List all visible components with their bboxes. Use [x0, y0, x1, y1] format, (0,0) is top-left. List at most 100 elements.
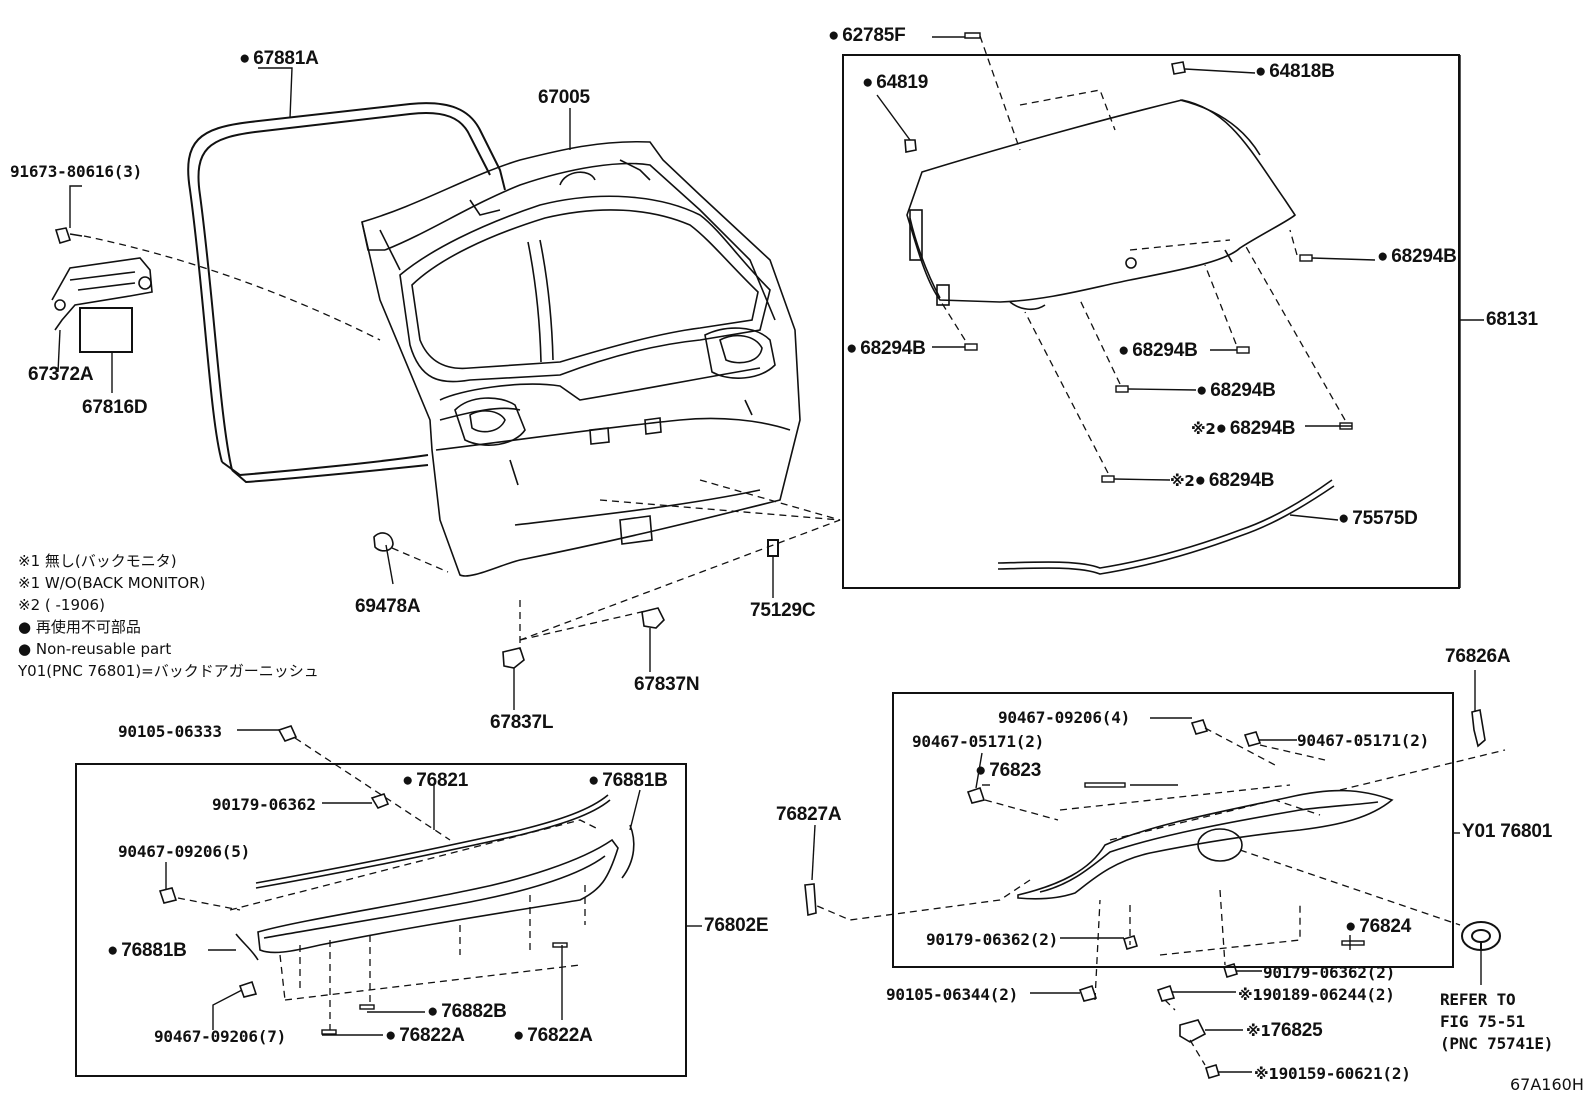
label-76826A: 76826A [1445, 646, 1511, 667]
legend-line-6: Y01(PNC 76801)=バックドアガーニッシュ [18, 662, 319, 680]
label-90467-05171-2b: 90467-05171(2) [912, 732, 1045, 751]
label-67837L: 67837L [490, 712, 554, 733]
emblem-75741E [1461, 921, 1501, 951]
part-75129C [767, 539, 779, 557]
label-76821: 76821 [402, 770, 468, 792]
clip-90179-06362 [370, 793, 390, 809]
label-90105-06333: 90105-06333 [118, 722, 222, 741]
label-68294B-e-text: 68294B [1216, 418, 1296, 439]
clip-67837N [641, 607, 665, 629]
label-68294B-e: ※268294B [1191, 418, 1295, 440]
molding-75575D [997, 479, 1335, 575]
label-67816D: 67816D [82, 397, 148, 418]
bolt-91673 [54, 227, 83, 244]
legend-line-3: ※2 ( -1906) [18, 596, 105, 614]
legend-line-5: ● Non-reusable part [18, 640, 172, 658]
label-Y01-76801: Y01 76801 [1462, 821, 1553, 842]
refer-line-3: (PNC 75741E) [1440, 1034, 1554, 1053]
part-76824 [1341, 940, 1365, 946]
clip-64818B [1171, 61, 1186, 75]
label-90189-text: 90189-06244(2) [1262, 985, 1395, 1004]
label-76823: 76823 [975, 760, 1041, 782]
label-64819: 64819 [862, 72, 928, 94]
part-76882B [359, 1004, 375, 1010]
label-67881A: 67881A [239, 48, 319, 70]
label-64818B: 64818B [1255, 61, 1335, 83]
label-90179-06362: 90179-06362 [212, 795, 316, 814]
mark-1-90189: ※1 [1238, 986, 1263, 1004]
dashed-guides [83, 35, 1506, 1066]
label-69478A: 69478A [355, 596, 421, 617]
label-67837N: 67837N [634, 674, 700, 695]
label-76881B-b: 76881B [107, 940, 187, 962]
camera-76825 [1179, 1019, 1207, 1043]
clip-90467-09206-7 [238, 980, 258, 998]
label-76825: ※176825 [1246, 1020, 1323, 1042]
garnish-76802E [235, 794, 635, 961]
label-76882B: 76882B [427, 1001, 507, 1023]
label-76881B-a: 76881B [588, 770, 668, 792]
label-68294B-c: 68294B [1118, 340, 1198, 362]
label-62785F: 62785F [828, 25, 905, 47]
label-76825-text: 76825 [1270, 1020, 1323, 1041]
label-90467-09206-5: 90467-09206(5) [118, 842, 251, 861]
mark-2-e: ※2 [1191, 420, 1216, 438]
bolt-90105-06333 [277, 725, 298, 742]
legend-line-4: ● 再使用不可部品 [18, 618, 141, 636]
back-glass-68131 [906, 99, 1297, 311]
leader-lines [57, 36, 1484, 1073]
label-76824: 76824 [1345, 916, 1411, 938]
label-90105-06344: 90105-06344(2) [886, 985, 1019, 1004]
frame-glass-68131 [842, 54, 1460, 589]
label-75575D: 75575D [1338, 508, 1418, 530]
clip-90179-06362-a [1123, 935, 1138, 950]
bracket-76827A [804, 883, 817, 917]
part-76822A-b [552, 942, 568, 948]
label-68131: 68131 [1486, 309, 1538, 330]
label-91673-80616: 91673-80616(3) [10, 162, 143, 181]
label-76822A-a: 76822A [385, 1025, 465, 1047]
clip-90467-09206-4 [1190, 719, 1209, 735]
clip-90179-06362-b [1223, 963, 1238, 978]
frame-garnish-76802E [75, 763, 687, 1077]
bumper-69478A [373, 532, 394, 552]
part-76822A-a [321, 1029, 337, 1035]
clip-67837L [502, 647, 525, 669]
label-90467-09206-7: 90467-09206(7) [154, 1027, 287, 1046]
clip-64819 [904, 139, 917, 153]
label-68294B-f-text: 68294B [1195, 470, 1275, 491]
refer-line-2: FIG 75-51 [1440, 1012, 1525, 1031]
label-67372A: 67372A [28, 364, 94, 385]
label-68294B-a: 68294B [1377, 246, 1457, 268]
label-90467-05171-2a: 90467-05171(2) [1297, 731, 1430, 750]
spacers-68294B [964, 254, 1353, 483]
plate-67816D [79, 307, 133, 353]
bracket-76826A [1471, 709, 1486, 748]
label-67005: 67005 [538, 87, 590, 108]
label-68294B-b: 68294B [846, 338, 926, 360]
label-90467-09206-4: 90467-09206(4) [998, 708, 1131, 727]
label-90159-text: 90159-60621(2) [1278, 1064, 1411, 1083]
legend-line-2: ※1 W/O(BACK MONITOR) [18, 574, 206, 592]
label-68294B-f: ※268294B [1170, 470, 1274, 492]
mark-1-90159: ※1 [1254, 1065, 1279, 1083]
label-90159-60621: ※190159-60621(2) [1254, 1064, 1411, 1084]
label-90179-06362-2a: 90179-06362(2) [926, 930, 1059, 949]
label-68294B-d: 68294B [1196, 380, 1276, 402]
clip-90467-05171-b [966, 786, 986, 804]
label-90179-06362-2b: 90179-06362(2) [1263, 963, 1396, 982]
label-76822A-b: 76822A [513, 1025, 593, 1047]
legend-line-1: ※1 無し(バックモニタ) [18, 552, 177, 570]
clip-90467-05171-a [1243, 731, 1262, 747]
screw-90159 [1205, 1064, 1220, 1079]
label-76827A: 76827A [776, 804, 842, 825]
handle-67372A [51, 257, 153, 331]
weatherstrip-67881A [187, 102, 506, 484]
clip-90189 [1156, 984, 1176, 1002]
part-62785F [964, 32, 981, 39]
figure-code: 67A160H [1510, 1075, 1584, 1094]
part-76823 [1084, 782, 1126, 788]
mark-2-f: ※2 [1170, 472, 1195, 490]
